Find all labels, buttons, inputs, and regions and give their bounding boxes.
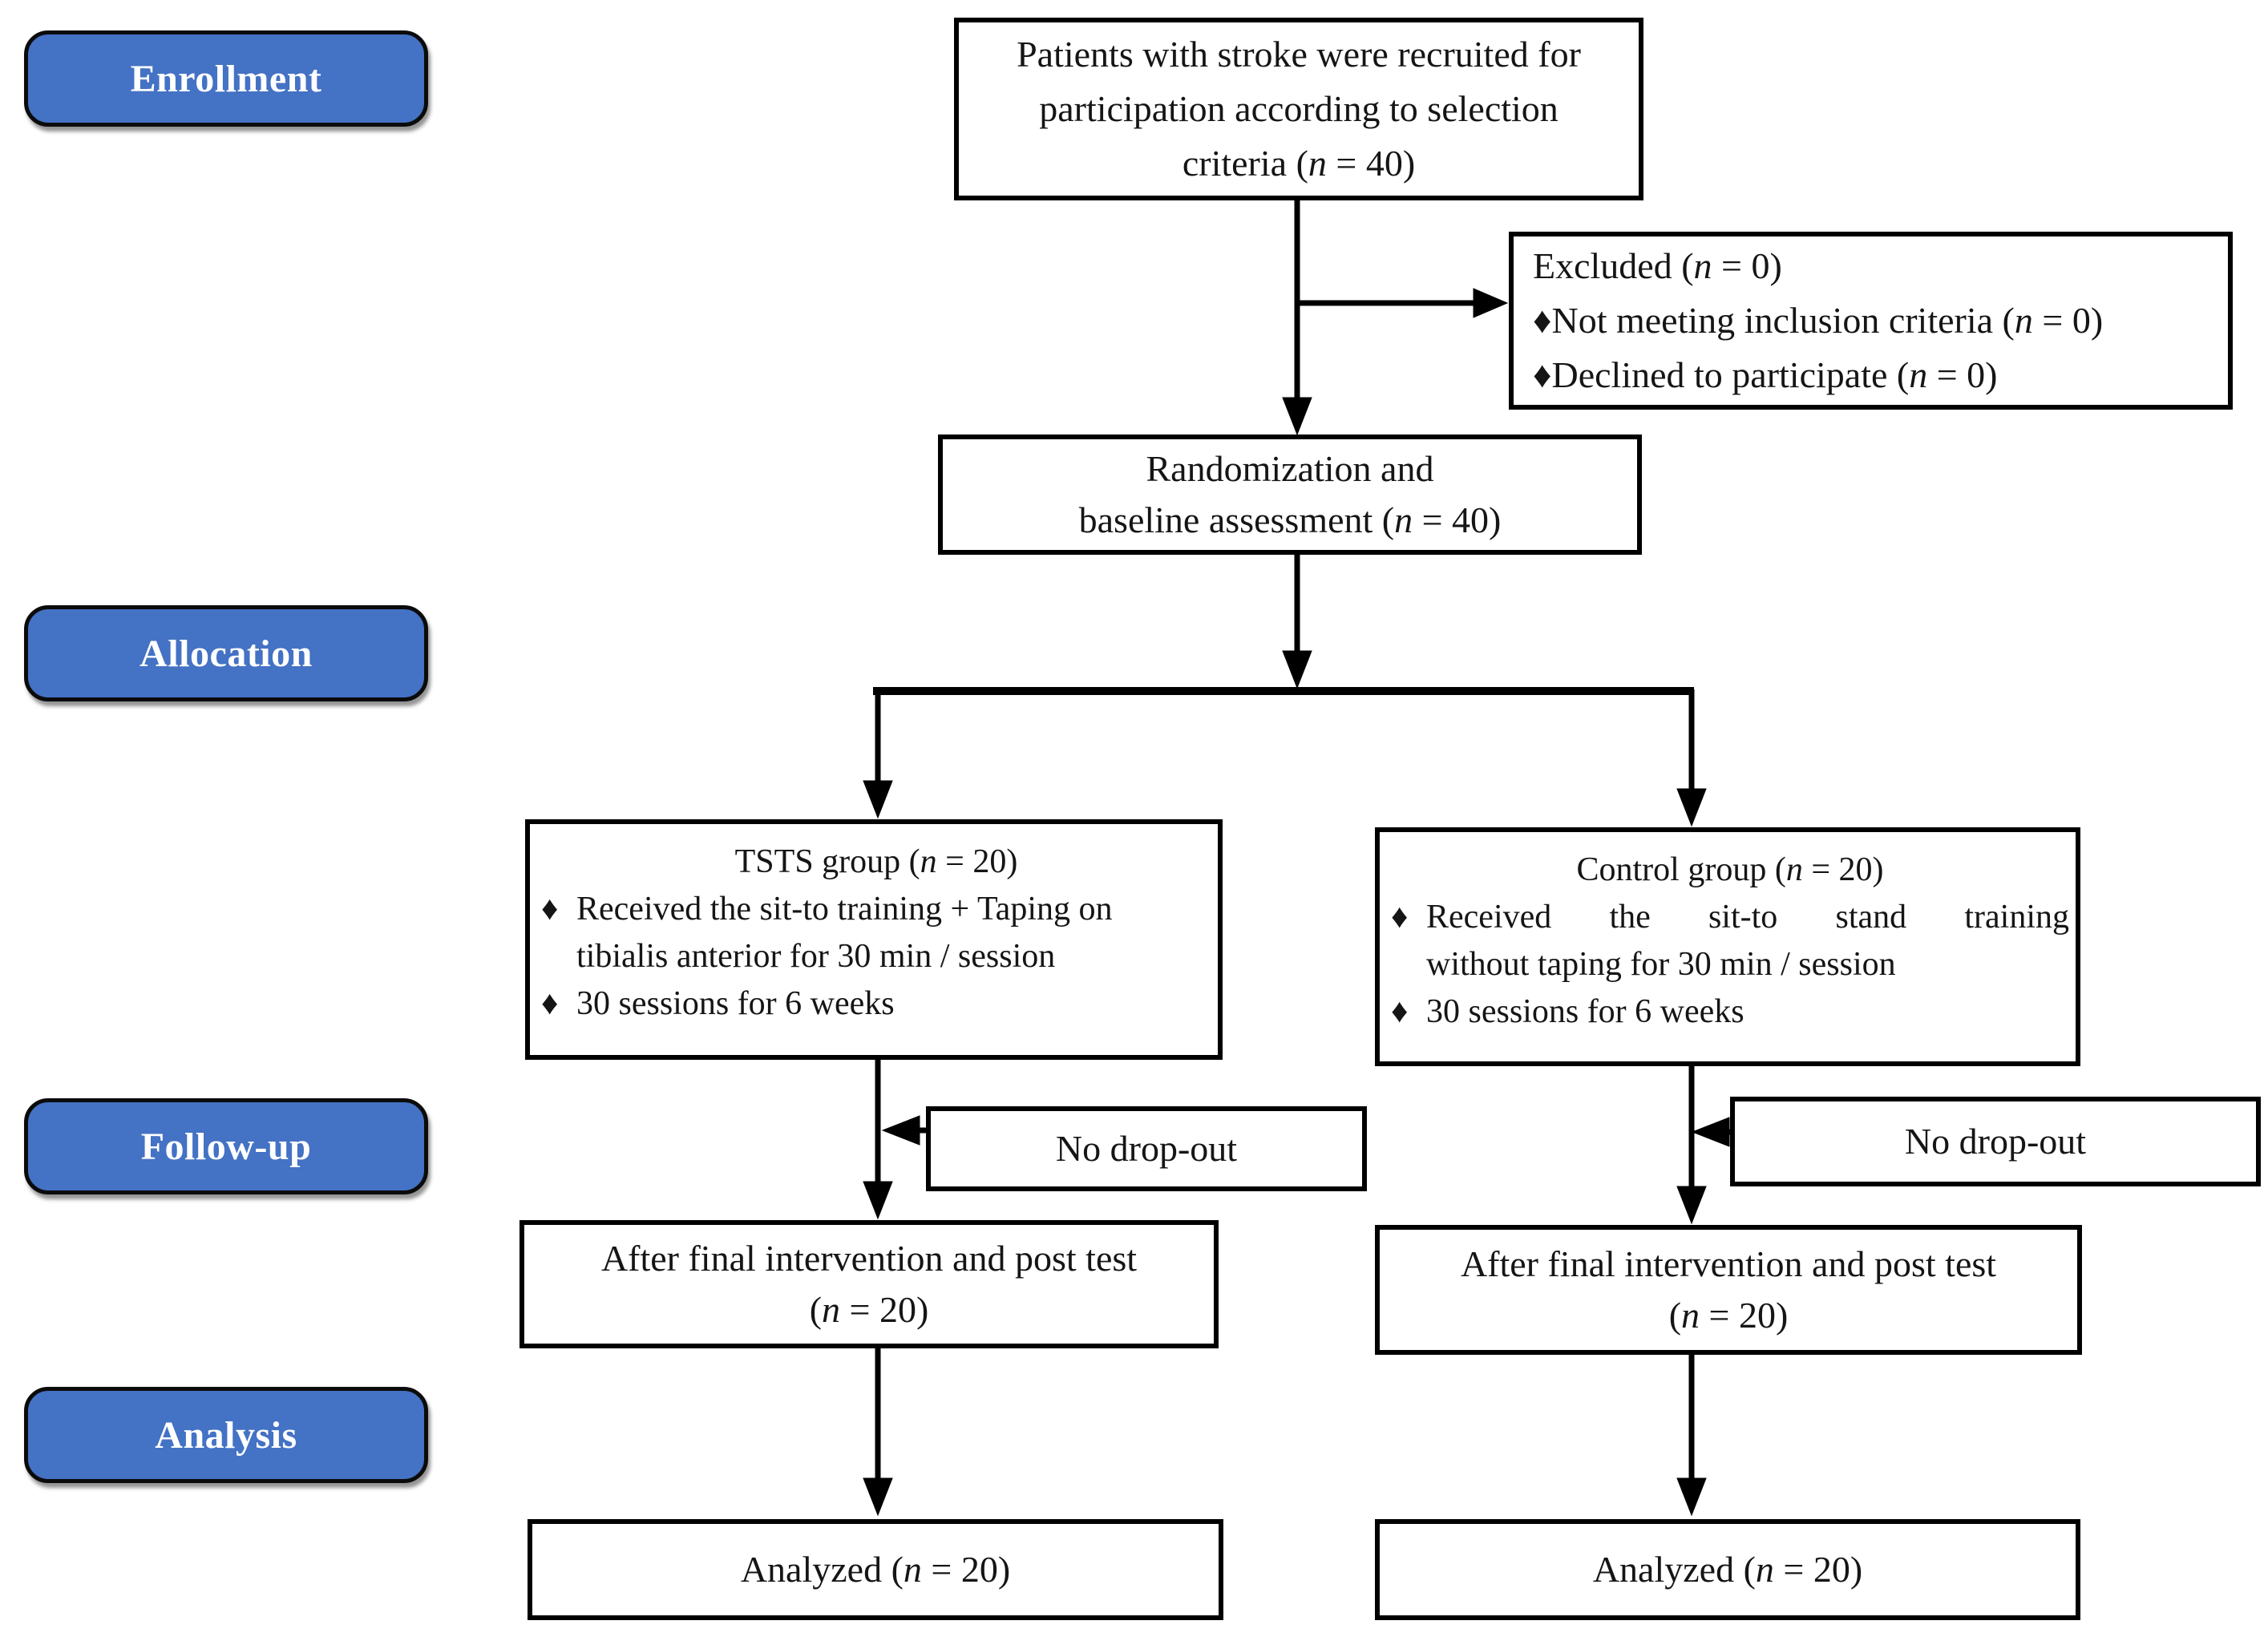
arrow-recruited-to-randomization-head [1282, 397, 1312, 436]
arrow-randomization-to-split-head [1282, 650, 1312, 689]
arrow-posttest-to-analyzed-left-head [863, 1477, 893, 1517]
box-posttest-left: After final intervention and post test (… [519, 1220, 1219, 1348]
box-posttest-right: After final intervention and post test (… [1375, 1225, 2082, 1355]
arrow-tsts-to-posttest-head [863, 1181, 893, 1220]
control-bullet-1: ♦ Received the sit-to stand training with… [1391, 894, 2069, 988]
diamond-bullet-icon: ♦ [541, 891, 559, 928]
dropout-left-label: No drop-out [1055, 1128, 1238, 1169]
posttest-left-line-1: After final intervention and post test [600, 1238, 1138, 1279]
box-analyzed-left: Analyzed (n = 20) [528, 1519, 1223, 1620]
excluded-title: Excluded (n = 0) [1533, 245, 1782, 286]
stage-label-enrollment: Enrollment [24, 30, 428, 127]
arrow-posttest-to-analyzed-right-head [1676, 1477, 1707, 1517]
excluded-bullet-1: ♦Not meeting inclusion criteria (n = 0) [1533, 293, 2222, 348]
box-analyzed-right: Analyzed (n = 20) [1375, 1519, 2080, 1620]
randomization-line-2: baseline assessment (n = 40) [1078, 499, 1502, 540]
recruited-line-2: participation according to selection [1039, 88, 1558, 129]
diamond-bullet-icon: ♦ [541, 985, 559, 1022]
stage-label-allocation: Allocation [24, 605, 428, 701]
arrow-to-excluded-head [1473, 288, 1509, 318]
arrow-dropout-left-head [881, 1115, 920, 1146]
stage-label-analysis: Analysis [24, 1387, 428, 1483]
tsts-bullet-2-text: 30 sessions for 6 weeks [576, 985, 895, 1022]
diamond-bullet-icon: ♦ [1391, 899, 1409, 936]
tsts-group-title: TSTS group (n = 20) [734, 843, 1018, 880]
box-control-group: Control group (n = 20) ♦ Received the si… [1375, 827, 2080, 1066]
posttest-left-line-2: (n = 20) [809, 1289, 929, 1330]
tsts-bullet-1-line-1: Received the sit-to training + Taping on [576, 891, 1113, 928]
tsts-bullet-2: ♦ 30 sessions for 6 weeks [541, 980, 1211, 1028]
control-bullet-1-text: Received the sit-to stand training withou… [1426, 894, 2069, 988]
box-randomization: Randomization and baseline assessment (n… [938, 434, 1642, 555]
excluded-bullet-2: ♦Declined to participate (n = 0) [1533, 348, 2222, 402]
tsts-bullet-1-text: Received the sit-to training + Taping on… [576, 886, 1211, 980]
box-excluded: Excluded (n = 0) ♦Not meeting inclusion … [1509, 232, 2233, 410]
box-tsts-group: TSTS group (n = 20) ♦ Received the sit-t… [525, 819, 1223, 1060]
box-dropout-left: No drop-out [926, 1106, 1367, 1191]
stage-label-follow-up: Follow-up [24, 1098, 428, 1194]
arrow-split-to-control-head [1676, 788, 1707, 827]
recruited-line-3: criteria (n = 40) [1182, 143, 1416, 184]
arrow-control-to-posttest-head [1676, 1186, 1707, 1225]
recruited-line-1: Patients with stroke were recruited for [1017, 34, 1581, 75]
dropout-right-label: No drop-out [1904, 1121, 2087, 1162]
tsts-bullet-1: ♦ Received the sit-to training + Taping … [541, 886, 1211, 980]
control-bullet-2: ♦ 30 sessions for 6 weeks [1391, 988, 2069, 1036]
control-bullet-1-line-1: Received the sit-to stand training [1426, 899, 2069, 936]
box-recruited: Patients with stroke were recruited for … [954, 18, 1643, 200]
diamond-bullet-icon: ♦ [1391, 993, 1409, 1030]
posttest-right-line-1: After final intervention and post test [1460, 1243, 1997, 1284]
analyzed-right-label: Analyzed (n = 20) [1592, 1549, 1863, 1590]
control-bullet-2-text: 30 sessions for 6 weeks [1426, 993, 1744, 1030]
diamond-bullet-icon: ♦ [1533, 300, 1552, 341]
excluded-bullet-2-text: Declined to participate (n = 0) [1551, 354, 1998, 395]
control-bullet-1-line-2: without taping for 30 min / session [1426, 946, 1896, 983]
box-dropout-right: No drop-out [1730, 1097, 2261, 1186]
analyzed-left-label: Analyzed (n = 20) [740, 1549, 1011, 1590]
excluded-bullet-1-text: Not meeting inclusion criteria (n = 0) [1551, 300, 2104, 341]
arrow-dropout-right-head [1691, 1117, 1730, 1147]
posttest-right-line-2: (n = 20) [1668, 1295, 1789, 1336]
control-group-title: Control group (n = 20) [1576, 851, 1884, 888]
diamond-bullet-icon: ♦ [1533, 354, 1552, 395]
randomization-line-1: Randomization and [1146, 448, 1434, 489]
tsts-bullet-1-line-2: tibialis anterior for 30 min / session [576, 938, 1056, 975]
arrow-split-to-tsts-head [863, 780, 893, 819]
